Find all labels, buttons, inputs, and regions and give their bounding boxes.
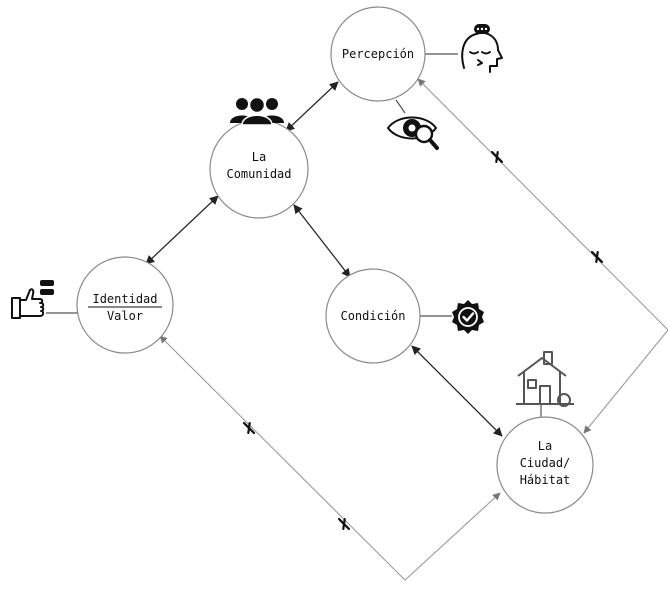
eye-magnifier-icon: [387, 116, 439, 150]
node-ciudad-label-line2: Ciudad/: [520, 456, 571, 470]
node-percepcion[interactable]: Percepción: [330, 6, 426, 102]
node-comunidad-label-line2: Comunidad: [226, 167, 291, 181]
icon-connectors: [46, 53, 542, 425]
thumbs-up-chat-icon: [11, 280, 54, 319]
verified-badge-icon: [452, 300, 484, 334]
node-comunidad-label-line1: La: [252, 150, 266, 164]
node-ciudad-label-line1: La: [538, 439, 552, 453]
tick-mark: [242, 421, 256, 435]
tick-mark: [337, 517, 351, 531]
link-identidad-ciudad: [159, 335, 501, 581]
node-comunidad[interactable]: La Comunidad: [209, 119, 309, 219]
link-percepcion-comunidad: [285, 81, 339, 132]
tick-marks: [242, 150, 604, 531]
house-icon: [516, 351, 574, 407]
link-comunidad-identidad: [145, 195, 219, 265]
node-identidad[interactable]: Identidad Valor: [76, 256, 174, 354]
thinking-head-icon: [461, 24, 503, 73]
node-identidad-label-line1: Identidad: [92, 292, 157, 306]
tick-mark: [490, 150, 504, 164]
link-percepcion-ciudad: [417, 78, 668, 434]
node-percepcion-label: Percepción: [342, 47, 414, 61]
node-ciudad-label-line3: Hábitat: [520, 473, 571, 487]
node-condicion[interactable]: Condición: [325, 268, 421, 364]
link-comunidad-condicion: [293, 204, 351, 278]
node-identidad-label-line2: Valor: [107, 309, 143, 323]
node-ciudad[interactable]: La Ciudad/ Hábitat: [496, 416, 594, 514]
inner-links: [145, 81, 503, 437]
node-condicion-label: Condición: [340, 309, 405, 323]
tick-mark: [590, 250, 604, 264]
link-condicion-ciudad: [411, 345, 503, 437]
people-group-icon: [230, 96, 284, 126]
